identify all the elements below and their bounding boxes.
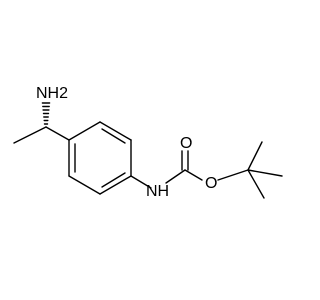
tert-butyl-lower-branch <box>247 169 265 199</box>
ring-inner-double-bond-bottom-right <box>101 172 126 188</box>
amine-label: NH2 <box>36 85 68 102</box>
chemical-structure: NH2 NH O O <box>0 0 300 300</box>
ester-oxygen-label: O <box>205 175 217 192</box>
ring-bond-bottom-right <box>99 175 132 195</box>
hashed-wedge-bond <box>41 102 51 125</box>
ring-bond-top-left <box>68 121 101 141</box>
carbonyl-to-ester-oxygen-bond <box>184 169 203 181</box>
ring-bond-top-right <box>99 121 132 141</box>
ring-to-nh-bond <box>130 175 152 189</box>
stereocenter-to-methyl-bond <box>13 126 47 144</box>
ester-oxygen-to-tert-butyl-bond <box>217 169 249 181</box>
carbonyl-oxygen-label: O <box>180 135 192 152</box>
nh-to-carbonyl-bond <box>165 169 186 184</box>
tert-butyl-right-branch <box>247 169 283 177</box>
ring-to-stereocenter-bond <box>45 126 70 141</box>
benzene-ring <box>68 121 132 195</box>
chiral-ethylamine-group: NH2 <box>13 85 70 144</box>
amide-nh-label: NH <box>146 183 169 200</box>
canvas-background <box>0 0 300 300</box>
tert-butyl-upper-branch <box>247 141 263 171</box>
ring-inner-double-bond-top <box>101 128 126 144</box>
ring-bond-bottom-left <box>68 175 101 195</box>
carbamate-group: NH O O <box>130 135 283 200</box>
